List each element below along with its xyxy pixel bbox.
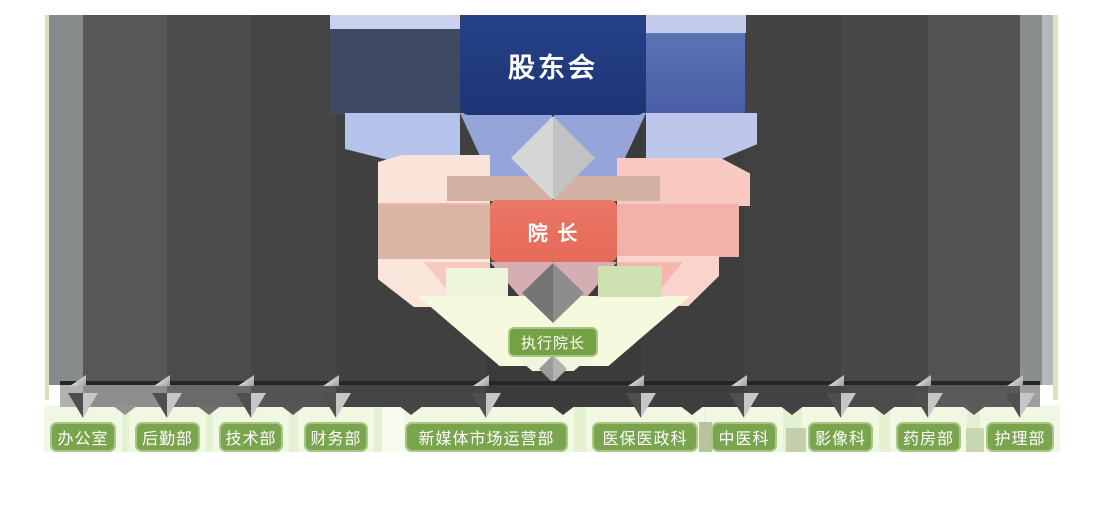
left-edge-strip — [45, 15, 49, 400]
dept-node-3: 技术部 — [219, 422, 283, 452]
pale-band-left — [446, 268, 508, 297]
rail-fold-corner — [238, 375, 254, 386]
rail-fold-corner — [915, 375, 931, 386]
dept-node-5: 新媒体市场运营部 — [405, 422, 568, 452]
strip-white-patch — [382, 405, 404, 452]
rail-tooth — [679, 405, 705, 415]
node-shareholders: 股东会 — [460, 15, 646, 115]
node-dean: 院 长 — [490, 200, 617, 262]
pink-mid-right — [617, 204, 739, 257]
strip-sage-patch — [966, 428, 984, 452]
dept-node-10: 护理部 — [986, 422, 1054, 452]
rail-tooth — [280, 405, 306, 415]
dept-node-2: 后勤部 — [135, 422, 200, 452]
dept-node-8: 影像科 — [808, 422, 873, 452]
connector-rail — [60, 381, 1040, 407]
rail-tooth — [961, 405, 987, 415]
rail-fold-corner — [1007, 375, 1023, 386]
rail-tooth — [112, 405, 138, 415]
rail-tooth — [779, 405, 805, 415]
sage-band-right — [598, 266, 662, 297]
rail-fold-corner — [731, 375, 747, 386]
rail-fold-corner — [154, 375, 170, 386]
rail-fold-corner — [70, 375, 86, 386]
dept-node-4: 财务部 — [304, 422, 368, 452]
blue-strip-right — [646, 15, 746, 33]
node-exec-dean: 执行院长 — [508, 327, 598, 357]
dept-node-9: 药房部 — [896, 422, 961, 452]
dept-node-1: 办公室 — [50, 422, 116, 452]
strip-sage-patch — [699, 422, 712, 452]
tan-band-left — [378, 203, 490, 259]
rail-tooth — [871, 405, 897, 415]
blue-block-right — [646, 33, 745, 115]
rail-tooth — [398, 405, 424, 415]
dept-node-7: 中医科 — [711, 422, 777, 452]
rail-fold-corner — [828, 375, 844, 386]
right-edge-strip — [1053, 15, 1058, 400]
blue-strip-left — [330, 15, 460, 29]
rail-tooth — [550, 405, 576, 415]
rail-fold-corner — [628, 375, 644, 386]
strip-sage-patch — [786, 428, 806, 452]
dept-node-6: 医保医政科 — [592, 422, 698, 452]
rail-tooth — [196, 405, 222, 415]
rail-fold-corner — [323, 375, 339, 386]
rail-fold-corner — [473, 375, 489, 386]
slate-block-left — [330, 29, 460, 115]
